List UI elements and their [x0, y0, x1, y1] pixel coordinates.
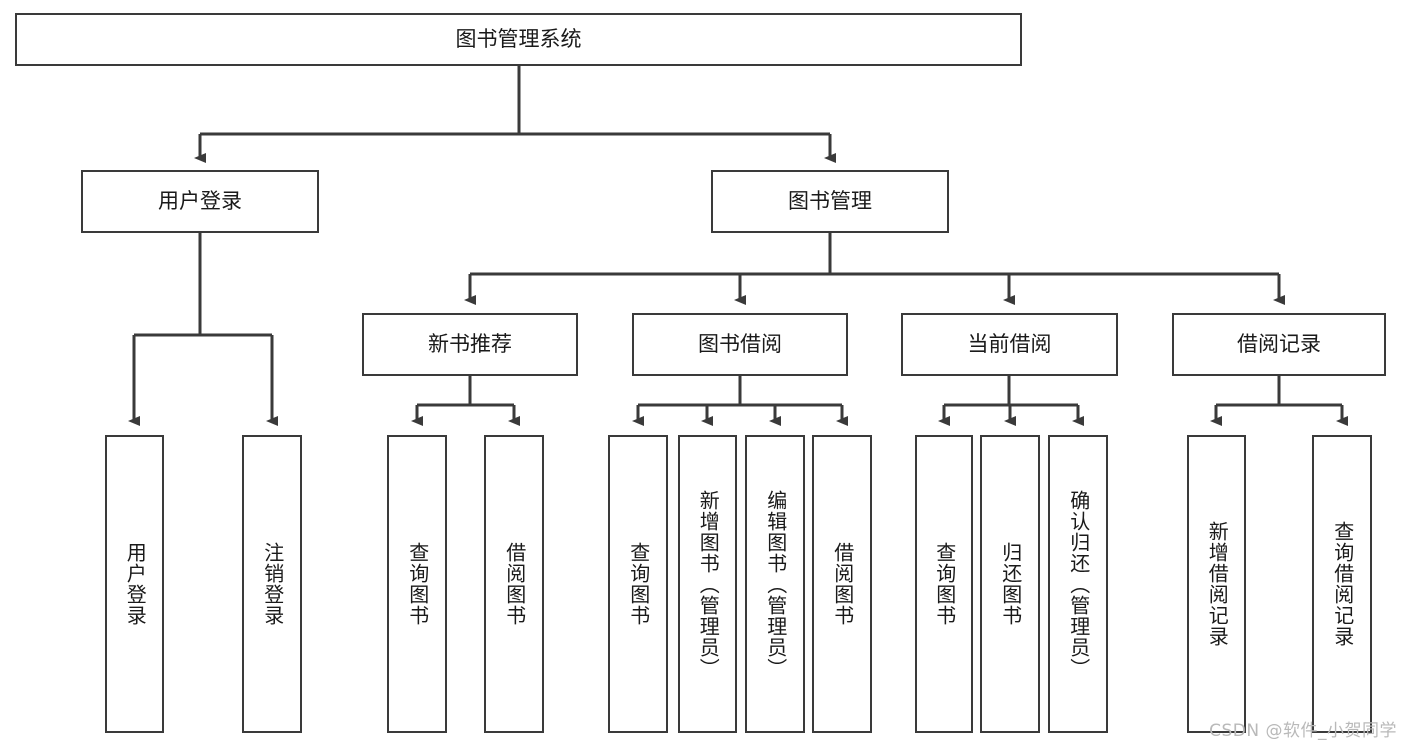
node-book-management[interactable]: 图书管理 [711, 170, 949, 233]
leaf-query-books-recommend[interactable]: 查询图书 [387, 435, 447, 733]
leaf-query-books-current[interactable]: 查询图书 [915, 435, 973, 733]
node-borrow-records[interactable]: 借阅记录 [1172, 313, 1386, 376]
leaf-add-book-admin[interactable]: 新增图书（管理员） [678, 435, 737, 733]
leaf-return-books[interactable]: 归还图书 [980, 435, 1040, 733]
leaf-edit-book-admin[interactable]: 编辑图书（管理员） [745, 435, 805, 733]
leaf-query-borrow-record[interactable]: 查询借阅记录 [1312, 435, 1372, 733]
node-root[interactable]: 图书管理系统 [15, 13, 1022, 66]
leaf-add-borrow-record[interactable]: 新增借阅记录 [1187, 435, 1246, 733]
node-user-login[interactable]: 用户登录 [81, 170, 319, 233]
leaf-borrow-books-recommend[interactable]: 借阅图书 [484, 435, 544, 733]
node-new-book-recommend[interactable]: 新书推荐 [362, 313, 578, 376]
node-book-borrow[interactable]: 图书借阅 [632, 313, 848, 376]
node-current-borrow[interactable]: 当前借阅 [901, 313, 1118, 376]
leaf-user-login[interactable]: 用户登录 [105, 435, 164, 733]
watermark: CSDN @软件_小贺同学 [1209, 721, 1397, 741]
leaf-logout[interactable]: 注销登录 [242, 435, 302, 733]
leaf-query-books-borrow[interactable]: 查询图书 [608, 435, 668, 733]
leaf-confirm-return-admin[interactable]: 确认归还（管理员） [1048, 435, 1108, 733]
leaf-borrow-books[interactable]: 借阅图书 [812, 435, 872, 733]
